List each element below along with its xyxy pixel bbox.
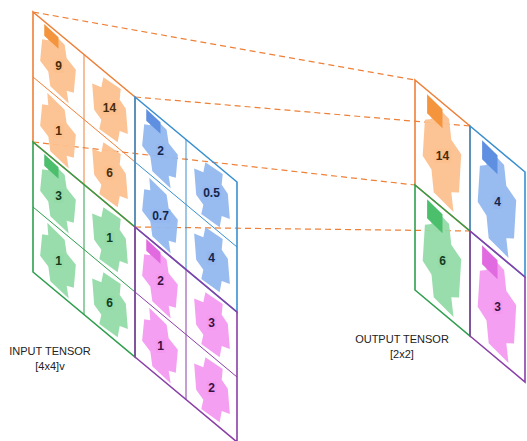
cell-value: 9 (53, 59, 64, 73)
cell-value: 4 (206, 251, 217, 265)
tensor-cell: 6 (415, 185, 470, 336)
cell-value: 0.7 (150, 209, 171, 223)
tensor-cell: 3 (470, 231, 525, 382)
cell-value: 2 (155, 274, 166, 288)
cell-patch (427, 199, 442, 233)
cell-value: 2 (155, 144, 166, 158)
tensor-quadrant: 2 3 1 2 (135, 227, 237, 441)
outline (470, 231, 525, 382)
cell-blob (40, 223, 76, 299)
projection-line (135, 97, 470, 126)
grid-line (135, 292, 237, 377)
cell-value: 6 (437, 254, 448, 268)
cell-value: 0.5 (201, 186, 222, 200)
cell-value: 2 (206, 381, 217, 395)
cell-value: 4 (492, 195, 503, 209)
grid-line (33, 207, 135, 292)
outline (135, 227, 237, 441)
projection-line (135, 227, 470, 231)
cell-value: 1 (53, 254, 64, 268)
outline (33, 142, 135, 357)
parallelogram-shape (135, 227, 237, 441)
cell-patch (482, 140, 497, 174)
cell-value: 1 (53, 124, 64, 138)
cell-value: 1 (104, 231, 115, 245)
projection-line (33, 12, 415, 80)
projection-line (33, 142, 415, 185)
cell-value: 3 (206, 316, 217, 330)
cell-value: 3 (53, 189, 64, 203)
cell-patch (482, 245, 497, 279)
grid-line (135, 162, 237, 247)
cell-value: 14 (434, 149, 451, 163)
parallelogram-shape (33, 142, 135, 357)
tensor-quadrant: 3 1 1 6 (33, 142, 135, 357)
cell-patch (427, 94, 442, 128)
cell-value: 1 (155, 339, 166, 353)
grid-line (33, 77, 135, 162)
outline (415, 185, 470, 336)
cell-value: 6 (104, 166, 115, 180)
tensor-caption: INPUT TENSOR [4x4]v (0, 344, 100, 374)
cell-value: 3 (492, 300, 503, 314)
tensor-caption: OUTPUT TENSOR [2x2] (352, 332, 452, 362)
cell-blob (142, 308, 178, 384)
cell-value: 14 (101, 101, 118, 115)
cell-value: 6 (104, 296, 115, 310)
